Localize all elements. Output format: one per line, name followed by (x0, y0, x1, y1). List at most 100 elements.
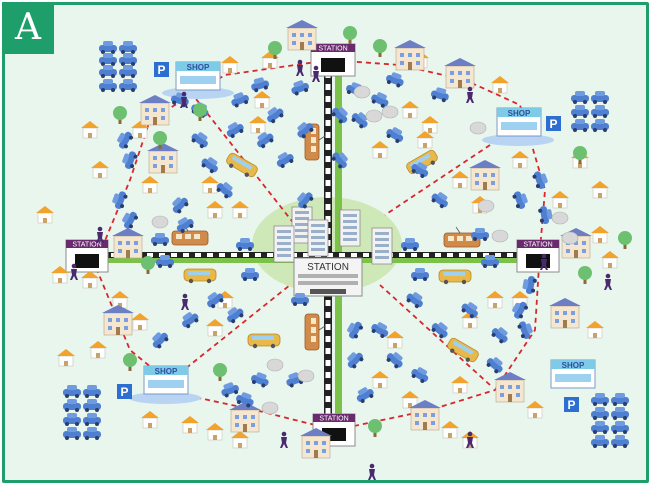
car (110, 189, 129, 211)
central-station[interactable]: STATION (293, 257, 363, 297)
house (440, 420, 460, 439)
shop-northwest[interactable]: SHOP (162, 61, 234, 99)
rock (353, 85, 371, 99)
svg-text:P: P (157, 63, 165, 77)
car (591, 435, 609, 448)
rock (491, 229, 509, 243)
house (205, 422, 225, 441)
house (525, 400, 545, 419)
west-station[interactable]: STATION (65, 239, 109, 273)
apartment-building (468, 159, 502, 191)
shop-southeast[interactable]: SHOP (550, 359, 596, 389)
house (220, 55, 240, 74)
car (401, 238, 419, 251)
car (63, 385, 81, 398)
rock (266, 358, 284, 372)
car (591, 105, 609, 118)
car (531, 169, 550, 191)
house (205, 200, 225, 219)
car (384, 124, 407, 145)
car (411, 268, 429, 281)
apartment-building (559, 227, 593, 259)
rock (551, 211, 569, 225)
car (119, 41, 137, 54)
svg-text:P: P (549, 117, 557, 131)
house (420, 115, 440, 134)
shop-southeast-label: SHOP (562, 361, 585, 370)
north-station-label: STATION (318, 46, 347, 53)
apartment-building (228, 401, 262, 433)
house (415, 130, 435, 149)
car (99, 53, 117, 66)
person (604, 273, 612, 290)
north-station[interactable]: STATION (310, 43, 356, 77)
shop-southwest[interactable]: SHOP (129, 365, 201, 404)
car (83, 427, 101, 440)
house (56, 348, 76, 367)
car (384, 348, 407, 371)
south-station-label: STATION (319, 416, 348, 423)
person (466, 86, 474, 103)
house (450, 375, 470, 394)
car (409, 364, 432, 385)
east-station[interactable]: STATION (516, 239, 560, 273)
car (63, 413, 81, 426)
car (591, 91, 609, 104)
person (368, 463, 376, 480)
car (571, 105, 589, 118)
car (119, 79, 137, 92)
house (590, 225, 610, 244)
car (611, 421, 629, 434)
apartment-building (493, 371, 527, 403)
car (178, 309, 201, 331)
tree (113, 106, 127, 124)
car (591, 119, 609, 132)
apartment-building (111, 227, 145, 259)
house (130, 312, 150, 331)
tree (373, 39, 387, 57)
car (353, 384, 376, 405)
car (384, 70, 406, 89)
house (490, 75, 510, 94)
shop-northeast-label: SHOP (508, 109, 531, 118)
car (489, 323, 512, 346)
car (249, 370, 271, 389)
house (180, 415, 200, 434)
car (119, 208, 140, 231)
car (404, 289, 427, 311)
car (119, 65, 137, 78)
rock (261, 401, 279, 415)
tree (618, 231, 632, 249)
shop-northwest-label: SHOP (187, 63, 210, 72)
house (140, 175, 160, 194)
parking-sign-southeast: P (564, 397, 579, 412)
tree (193, 103, 207, 121)
car (114, 128, 135, 151)
car (611, 393, 629, 406)
apartment-building (443, 57, 477, 89)
car (151, 233, 169, 246)
house (80, 120, 100, 139)
rock (469, 121, 487, 135)
house (90, 160, 110, 179)
svg-text:P: P (120, 385, 128, 399)
car (429, 85, 451, 104)
car (99, 41, 117, 54)
house (248, 115, 268, 134)
car (429, 318, 452, 341)
house (88, 340, 108, 359)
car (429, 189, 452, 211)
tree (141, 256, 155, 274)
car (99, 79, 117, 92)
car (199, 154, 222, 176)
person (280, 431, 288, 448)
car (344, 318, 365, 341)
car (148, 328, 171, 351)
car (168, 193, 191, 216)
shop-northeast[interactable]: SHOP (482, 107, 554, 146)
house (110, 290, 130, 309)
car (249, 75, 271, 94)
car (521, 274, 538, 295)
